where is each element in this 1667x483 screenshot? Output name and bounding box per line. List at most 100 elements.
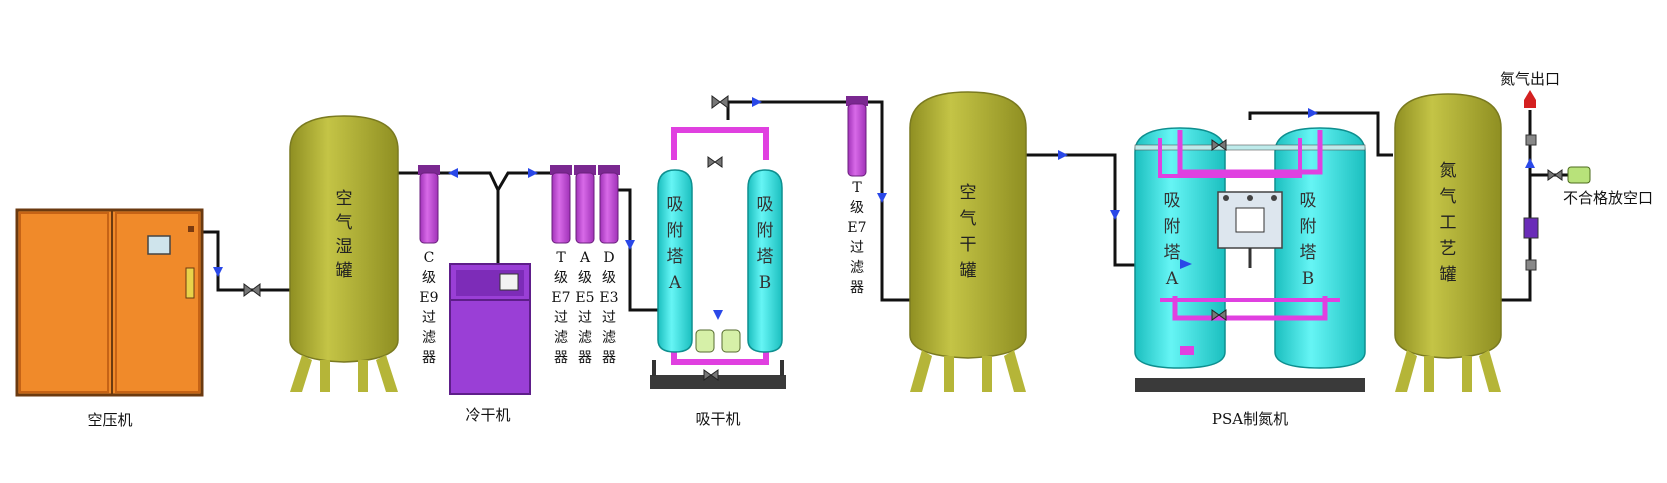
flow-arrow-right <box>1058 150 1068 160</box>
svg-text:A: A <box>668 273 682 293</box>
svg-text:附: 附 <box>1164 217 1181 237</box>
valve <box>1211 309 1227 321</box>
pipe-dryer-to-t-filter <box>496 171 552 191</box>
psa-tower-a <box>1134 127 1226 369</box>
t-grade-filter: T 级 E7 过 滤 器 <box>550 165 572 366</box>
pipe-adsorber-top-to-t2 <box>726 100 848 120</box>
c-filter-label: C 级 E9 过 滤 器 <box>419 250 438 366</box>
svg-text:过: 过 <box>422 310 436 326</box>
air-wet-tank: 空 气 湿 罐 <box>289 115 399 392</box>
flow-arrow-right <box>1180 259 1192 269</box>
svg-text:滤: 滤 <box>602 330 616 346</box>
d-grade-filter: D 级 E3 过 滤 器 <box>598 165 620 366</box>
svg-text:E7: E7 <box>551 290 570 306</box>
svg-text:吸: 吸 <box>1300 191 1317 211</box>
valves <box>243 95 1563 381</box>
svg-text:吸: 吸 <box>1164 191 1181 211</box>
compressor-label: 空压机 <box>87 411 132 429</box>
svg-text:E5: E5 <box>575 290 594 306</box>
svg-text:塔: 塔 <box>667 247 684 267</box>
outlet-assembly: 氮气出口 不合格放空口 <box>1500 70 1653 271</box>
adsorber-tower-b <box>747 169 783 353</box>
svg-text:吸: 吸 <box>667 195 684 215</box>
svg-text:气: 气 <box>1440 187 1457 207</box>
svg-text:空: 空 <box>960 183 977 203</box>
svg-text:空: 空 <box>336 189 353 209</box>
svg-text:E7: E7 <box>847 220 866 236</box>
svg-text:罐: 罐 <box>960 261 977 281</box>
flow-arrow-down <box>1525 158 1535 168</box>
svg-text:干: 干 <box>960 235 977 255</box>
flow-arrow-down <box>713 310 723 320</box>
vent-outlet-label: 不合格放空口 <box>1563 189 1653 207</box>
svg-text:器: 器 <box>422 350 436 366</box>
refrigerated-dryer: 冷干机 <box>449 263 531 424</box>
svg-text:滤: 滤 <box>422 330 436 346</box>
flow-arrow-left <box>448 168 458 178</box>
valve <box>711 95 729 109</box>
svg-text:氮: 氮 <box>1440 161 1457 181</box>
svg-text:工: 工 <box>1440 213 1457 233</box>
adsorber-tower-b-label: 吸 附 塔 B <box>757 195 774 293</box>
outlet-flowmeter <box>1523 217 1539 239</box>
adsorption-dryer-label: 吸干机 <box>695 410 740 428</box>
air-compressor: 空压机 <box>15 208 204 429</box>
psa-generator-label: PSA制氮机 <box>1212 410 1288 428</box>
svg-text:级: 级 <box>850 200 864 216</box>
svg-text:E3: E3 <box>599 290 618 306</box>
air-dry-tank: 空 气 干 罐 <box>909 91 1027 392</box>
a-filter-label: A 级 E5 过 滤 器 <box>575 250 594 366</box>
svg-text:过: 过 <box>578 310 592 326</box>
svg-text:罐: 罐 <box>336 261 353 281</box>
t-filter-label: T 级 E7 过 滤 器 <box>551 250 570 366</box>
pipe-c-filter-to-dryer <box>440 171 500 265</box>
svg-text:气: 气 <box>336 213 353 233</box>
svg-text:滤: 滤 <box>850 260 864 276</box>
svg-text:器: 器 <box>850 280 864 296</box>
pipe-compressor-to-wet-tank <box>202 230 295 292</box>
nitrogen-outlet-label: 氮气出口 <box>1500 70 1560 88</box>
flow-arrow-down <box>1110 210 1120 220</box>
dry-tank-label: 空 气 干 罐 <box>960 183 977 281</box>
svg-text:湿: 湿 <box>336 237 353 257</box>
svg-text:艺: 艺 <box>1440 239 1457 259</box>
nitrogen-tank-label: 氮 气 工 艺 罐 <box>1440 161 1457 285</box>
svg-text:过: 过 <box>602 310 616 326</box>
svg-text:附: 附 <box>757 221 774 241</box>
svg-text:吸: 吸 <box>757 195 774 215</box>
flow-arrow-right <box>752 97 762 107</box>
svg-text:级: 级 <box>578 270 592 286</box>
wet-tank-label: 空 气 湿 罐 <box>336 189 353 281</box>
svg-text:器: 器 <box>554 350 568 366</box>
d-filter-label: D 级 E3 过 滤 器 <box>599 250 618 366</box>
nitrogen-outlet-arrow <box>1524 90 1536 108</box>
svg-text:塔: 塔 <box>1300 243 1317 263</box>
svg-text:塔: 塔 <box>1164 243 1181 263</box>
valve <box>1547 169 1563 181</box>
flow-arrow-right <box>528 168 538 178</box>
psa-tower-b <box>1274 127 1366 369</box>
svg-text:B: B <box>759 273 772 293</box>
flow-arrow-down <box>213 267 223 277</box>
svg-text:E9: E9 <box>419 290 438 306</box>
adsorber-tower-a-label: 吸 附 塔 A <box>667 195 684 293</box>
svg-text:级: 级 <box>602 270 616 286</box>
pipe-dry-tank-to-psa <box>1020 153 1145 267</box>
svg-text:A: A <box>1165 269 1179 289</box>
pipe-psa-to-n2-tank <box>1248 111 1393 157</box>
svg-text:B: B <box>1302 269 1315 289</box>
flow-arrow-down <box>877 193 887 203</box>
svg-text:T: T <box>556 250 566 266</box>
t-filter-2-label: T 级 E7 过 滤 器 <box>847 180 866 296</box>
svg-text:罐: 罐 <box>1440 265 1457 285</box>
valve <box>707 156 723 168</box>
svg-text:过: 过 <box>850 240 864 256</box>
pipe-n2-tank-out <box>1498 110 1532 302</box>
svg-text:附: 附 <box>667 221 684 241</box>
psa-tower-b-label: 吸 附 塔 B <box>1300 191 1317 289</box>
svg-text:器: 器 <box>602 350 616 366</box>
svg-text:A: A <box>579 250 591 266</box>
nitrogen-process-tank: 氮 气 工 艺 罐 <box>1394 93 1502 392</box>
svg-text:滤: 滤 <box>578 330 592 346</box>
valve <box>1211 139 1227 151</box>
